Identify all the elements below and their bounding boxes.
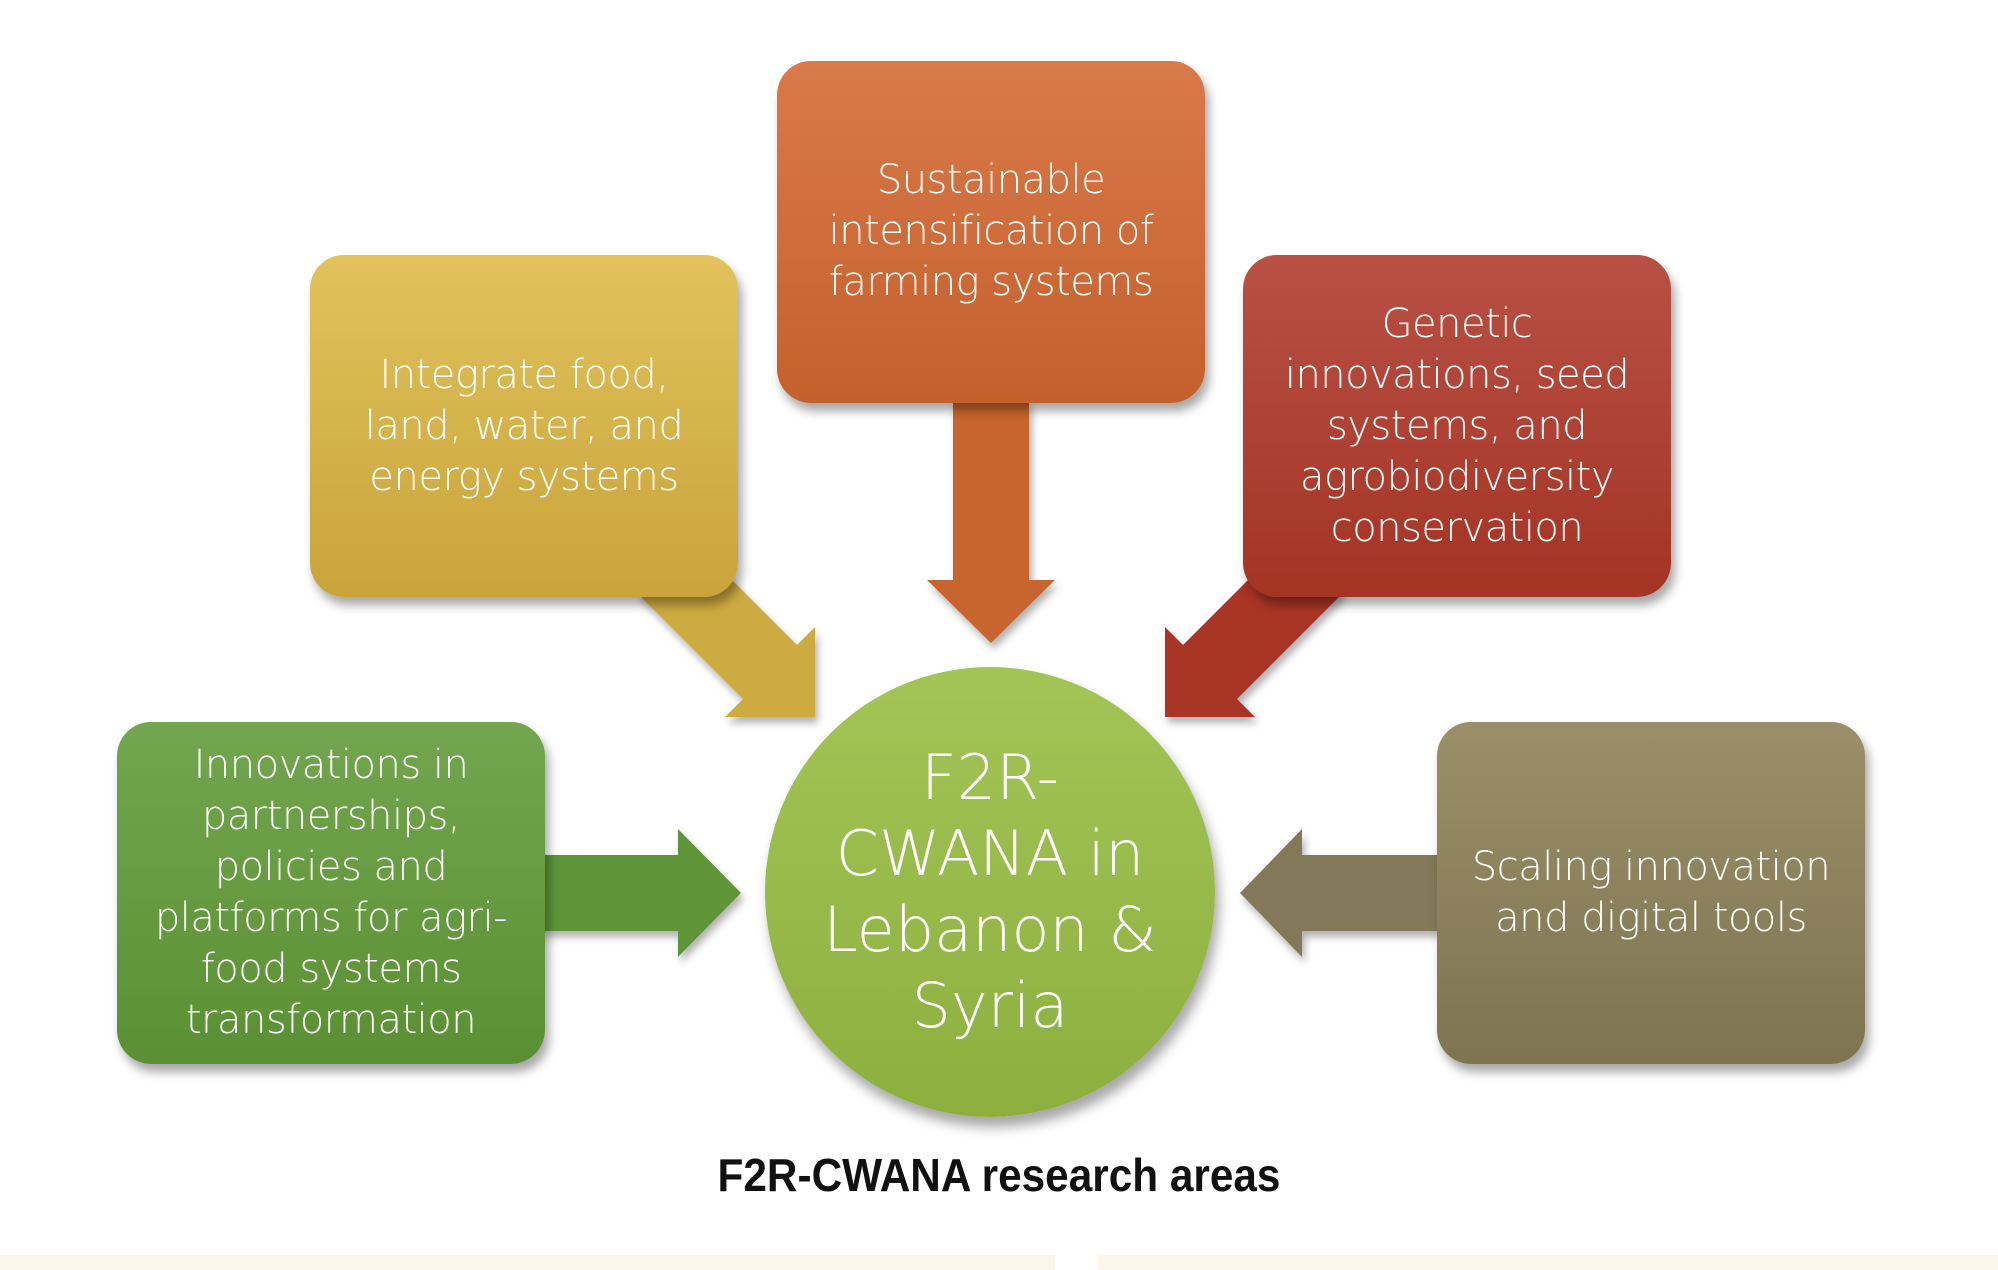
center-circle: F2R-CWANA in Lebanon & Syria bbox=[765, 667, 1215, 1117]
arrow-down-orange bbox=[927, 400, 1055, 643]
bottom-panel-right bbox=[1098, 1255, 1998, 1270]
area-box-scaling-digital: Scaling innovation and digital tools bbox=[1437, 722, 1865, 1064]
arrow-left-olive bbox=[1240, 829, 1440, 957]
arrow-right-green bbox=[540, 829, 741, 957]
area-label: Scaling innovation and digital tools bbox=[1471, 844, 1831, 941]
area-label: Innovations in partnerships, policies an… bbox=[154, 742, 508, 1043]
diagram-caption: F2R-CWANA research areas bbox=[717, 1149, 1281, 1201]
area-box-integrate-systems: Integrate food, land, water, and energy … bbox=[310, 255, 738, 597]
area-label: Genetic innovations, seed systems, and a… bbox=[1284, 300, 1630, 551]
bottom-panel-left bbox=[0, 1255, 1055, 1270]
area-label: Sustainable intensification of farming s… bbox=[828, 157, 1154, 305]
area-box-genetic-innovations: Genetic innovations, seed systems, and a… bbox=[1243, 255, 1671, 597]
area-box-sustainable-intensification: Sustainable intensification of farming s… bbox=[777, 61, 1205, 403]
area-label: Integrate food, land, water, and energy … bbox=[364, 351, 684, 500]
area-box-partnerships-policies: Innovations in partnerships, policies an… bbox=[117, 722, 545, 1064]
center-label: F2R-CWANA in Lebanon & Syria bbox=[823, 741, 1157, 1042]
